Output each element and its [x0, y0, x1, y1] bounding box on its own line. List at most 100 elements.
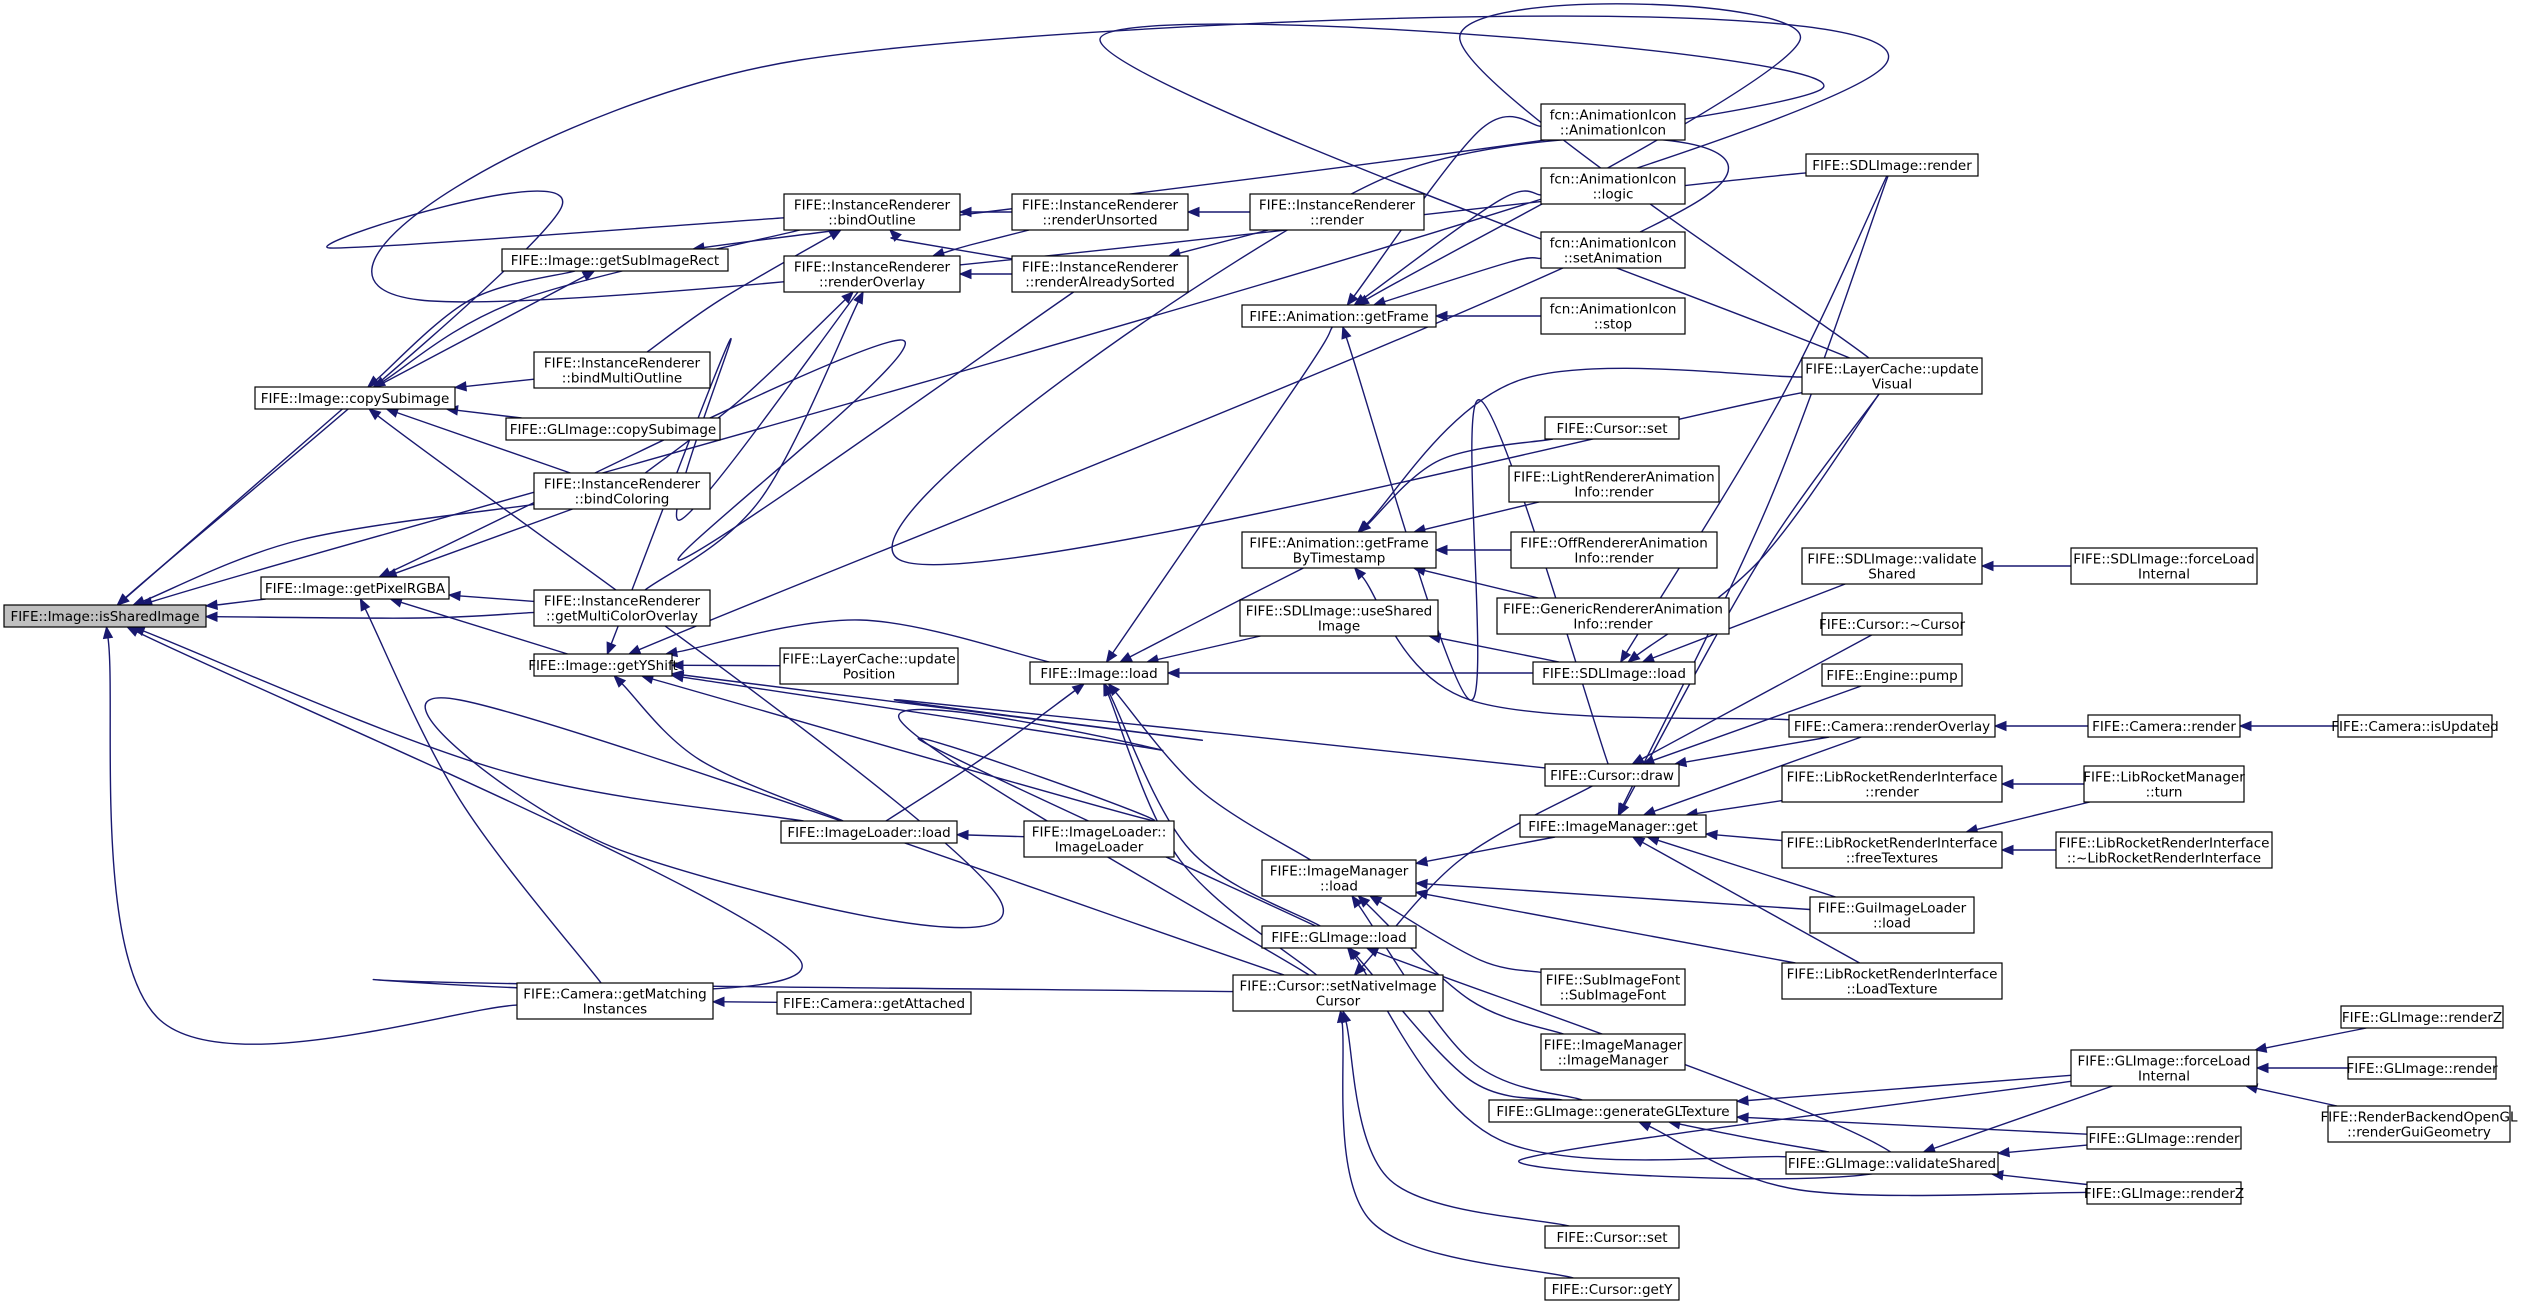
node-curDraw[interactable]: FIFE::Cursor::draw — [1544, 763, 1680, 787]
node-genRend[interactable]: FIFE::GenericRendererAnimationInfo::rend… — [1496, 597, 1730, 635]
node-box[interactable] — [1261, 859, 1417, 897]
node-box[interactable] — [2055, 831, 2273, 869]
node-box[interactable] — [1809, 896, 1975, 934]
node-box[interactable] — [1540, 103, 1686, 141]
node-irColor[interactable]: FIFE::InstanceRenderer::bindColoring — [533, 472, 711, 510]
node-animIconCtor[interactable]: fcn::AnimationIcon::AnimationIcon — [1540, 103, 1686, 141]
node-box[interactable] — [1781, 831, 2003, 869]
node-box[interactable] — [783, 255, 961, 293]
node-imGet[interactable]: FIFE::ImageManager::get — [1519, 814, 1707, 838]
node-box[interactable] — [2340, 1005, 2504, 1029]
node-lrriRender[interactable]: FIFE::LibRocketRenderInterface::render — [1781, 765, 2003, 803]
node-guiLoad[interactable]: FIFE::GuiImageLoader::load — [1809, 896, 1975, 934]
node-box[interactable] — [1785, 1151, 1999, 1175]
node-box[interactable] — [1029, 661, 1169, 685]
node-box[interactable] — [2070, 1049, 2258, 1087]
node-box[interactable] — [1805, 153, 1979, 177]
node-curSet2[interactable]: FIFE::Cursor::set — [1544, 1225, 1680, 1249]
node-box[interactable] — [1540, 1033, 1686, 1071]
node-animIconSet[interactable]: fcn::AnimationIcon::setAnimation — [1540, 231, 1686, 269]
node-box[interactable] — [783, 193, 961, 231]
node-ilLoad[interactable]: FIFE::ImageLoader::load — [780, 820, 958, 844]
node-box[interactable] — [2327, 1105, 2511, 1143]
node-animGetFrame[interactable]: FIFE::Animation::getFrame — [1241, 304, 1437, 328]
node-animIconStop[interactable]: fcn::AnimationIcon::stop — [1540, 297, 1686, 335]
node-box[interactable] — [1540, 231, 1686, 269]
node-imgLoad[interactable]: FIFE::Image::load — [1029, 661, 1169, 685]
node-box[interactable] — [260, 576, 450, 600]
node-box[interactable] — [1781, 962, 2003, 1000]
node-irSorted[interactable]: FIFE::InstanceRenderer::renderAlreadySor… — [1011, 255, 1189, 293]
node-box[interactable] — [1239, 599, 1439, 637]
node-curDtor[interactable]: FIFE::Cursor::~Cursor — [1819, 612, 1966, 636]
node-irRender[interactable]: FIFE::InstanceRenderer::render — [1249, 193, 1425, 231]
node-subFont[interactable]: FIFE::SubImageFont::SubImageFont — [1540, 968, 1686, 1006]
node-box[interactable] — [1544, 763, 1680, 787]
node-camRO[interactable]: FIFE::Camera::renderOverlay — [1788, 714, 1996, 738]
node-lrriLoadTex[interactable]: FIFE::LibRocketRenderInterface::LoadText… — [1781, 962, 2003, 1000]
node-glLoad[interactable]: FIFE::GLImage::load — [1261, 925, 1417, 949]
node-box[interactable] — [516, 982, 714, 1020]
node-box[interactable] — [1781, 765, 2003, 803]
node-curGetY[interactable]: FIFE::Cursor::getY — [1544, 1277, 1680, 1301]
node-camRender[interactable]: FIFE::Camera::render — [2087, 714, 2241, 738]
node-box[interactable] — [1249, 193, 1425, 231]
node-irOver[interactable]: FIFE::InstanceRenderer::renderOverlay — [783, 255, 961, 293]
node-subRect[interactable]: FIFE::Image::getSubImageRect — [501, 248, 729, 272]
node-box[interactable] — [1519, 814, 1707, 838]
node-box[interactable] — [2347, 1056, 2497, 1080]
node-box[interactable] — [776, 991, 972, 1015]
node-engPump[interactable]: FIFE::Engine::pump — [1821, 663, 1963, 687]
node-lrriDtor[interactable]: FIFE::LibRocketRenderInterface::~LibRock… — [2055, 831, 2273, 869]
node-imLoad[interactable]: FIFE::ImageManager::load — [1261, 859, 1417, 897]
node-irBind[interactable]: FIFE::InstanceRenderer::bindOutline — [783, 193, 961, 231]
node-box[interactable] — [1540, 968, 1686, 1006]
node-ilCtor[interactable]: FIFE::ImageLoader::ImageLoader — [1023, 820, 1175, 858]
node-rbGui[interactable]: FIFE::RenderBackendOpenGL::renderGuiGeom… — [2321, 1105, 2518, 1143]
node-glRenderZ2[interactable]: FIFE::GLImage::renderZ — [2340, 1005, 2504, 1029]
node-box[interactable] — [1801, 547, 1983, 585]
node-box[interactable] — [1241, 304, 1437, 328]
node-getPix[interactable]: FIFE::Image::getPixelRGBA — [260, 576, 450, 600]
node-box[interactable] — [3, 604, 207, 628]
node-lrmTurn[interactable]: FIFE::LibRocketManager::turn — [2083, 765, 2245, 803]
node-box[interactable] — [533, 472, 711, 510]
node-glRender2[interactable]: FIFE::GLImage::render — [2346, 1056, 2498, 1080]
node-box[interactable] — [1510, 531, 1718, 569]
node-box[interactable] — [2087, 714, 2241, 738]
node-isShared[interactable]: FIFE::Image::isSharedImage — [3, 604, 207, 628]
node-glValShared[interactable]: FIFE::GLImage::validateShared — [1785, 1151, 1999, 1175]
node-box[interactable] — [533, 653, 673, 677]
node-curSet1[interactable]: FIFE::Cursor::set — [1544, 416, 1680, 440]
node-box[interactable] — [533, 589, 711, 627]
node-sdlValShared[interactable]: FIFE::SDLImage::validateShared — [1801, 547, 1983, 585]
node-box[interactable] — [2337, 714, 2493, 738]
node-box[interactable] — [1261, 925, 1417, 949]
node-box[interactable] — [2083, 765, 2245, 803]
node-box[interactable] — [1821, 612, 1963, 636]
node-box[interactable] — [1544, 1277, 1680, 1301]
node-copySub[interactable]: FIFE::Image::copySubimage — [254, 386, 456, 410]
node-irGetMC[interactable]: FIFE::InstanceRenderer::getMultiColorOve… — [533, 589, 711, 627]
node-box[interactable] — [779, 647, 959, 685]
node-irMulti[interactable]: FIFE::InstanceRenderer::bindMultiOutline — [533, 351, 711, 389]
node-getYS[interactable]: FIFE::Image::getYShift — [528, 653, 678, 677]
node-box[interactable] — [1544, 1225, 1680, 1249]
node-box[interactable] — [505, 417, 721, 441]
node-box[interactable] — [254, 386, 456, 410]
node-camAtt[interactable]: FIFE::Camera::getAttached — [776, 991, 972, 1015]
node-box[interactable] — [501, 248, 729, 272]
node-box[interactable] — [1011, 255, 1189, 293]
node-glRender1[interactable]: FIFE::GLImage::render — [2086, 1126, 2242, 1150]
node-box[interactable] — [1011, 193, 1189, 231]
node-sdlLoad[interactable]: FIFE::SDLImage::load — [1532, 661, 1696, 685]
node-box[interactable] — [780, 820, 958, 844]
